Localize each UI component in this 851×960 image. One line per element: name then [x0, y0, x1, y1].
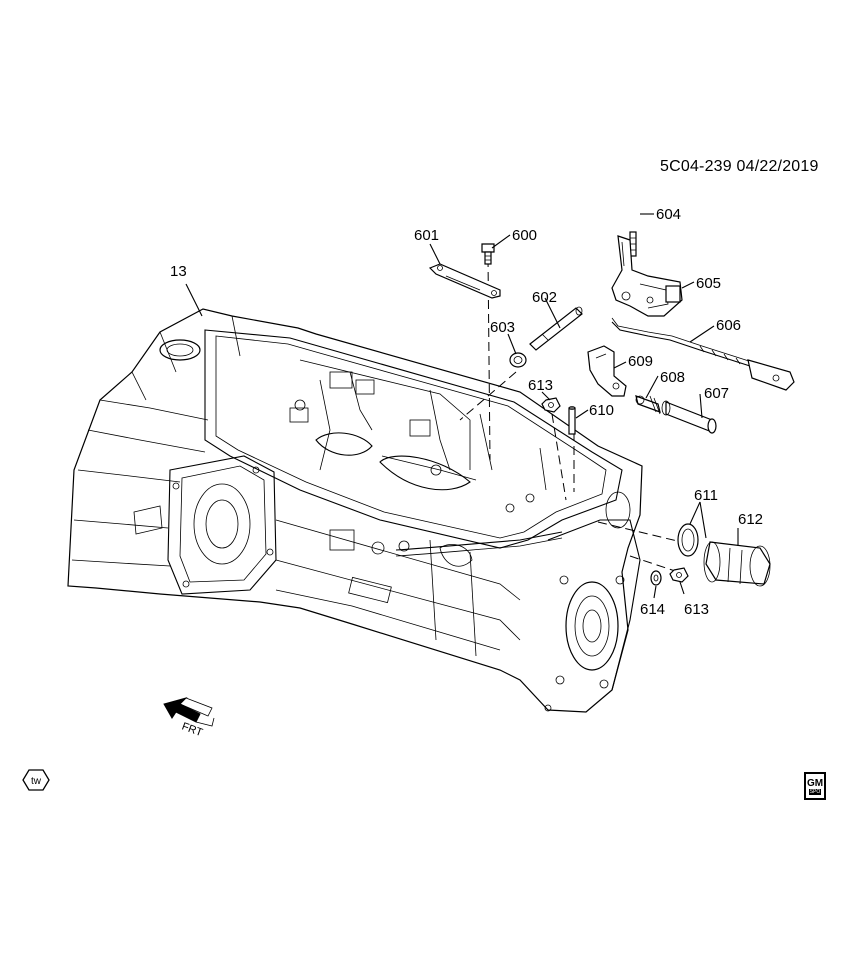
callout-613-top: 613 — [528, 377, 553, 394]
callout-610: 610 — [589, 402, 614, 419]
bushing-612 — [703, 541, 771, 587]
callout-leaders — [185, 213, 739, 599]
callout-13: 13 — [170, 263, 187, 280]
shaft-602 — [529, 306, 583, 351]
diagram-id: 5C04-239 04/22/2019 — [660, 158, 819, 175]
bracket-601 — [428, 263, 501, 299]
bolt-600 — [481, 243, 495, 265]
pin-610 — [568, 406, 576, 435]
callout-611: 611 — [694, 487, 718, 504]
callout-labels: 13 600 601 602 603 604 605 606 607 608 6… — [170, 206, 763, 618]
washer-614 — [650, 570, 662, 586]
tw-label: tw — [31, 776, 42, 787]
callout-606: 606 — [716, 317, 741, 334]
callout-612: 612 — [738, 511, 763, 528]
callout-603: 603 — [490, 319, 515, 336]
sleeve-607 — [661, 400, 717, 434]
o-ring-611 — [677, 523, 699, 557]
callout-602: 602 — [532, 289, 557, 306]
callout-601: 601 — [414, 227, 439, 244]
nut-613-lower — [669, 567, 689, 583]
lever-609 — [587, 345, 627, 397]
callout-608: 608 — [660, 369, 685, 386]
callout-613-lower: 613 — [684, 601, 709, 618]
rod-606 — [611, 317, 795, 391]
callout-607: 607 — [704, 385, 729, 402]
transmission-case — [67, 308, 643, 713]
callout-600: 600 — [512, 227, 537, 244]
callout-614: 614 — [640, 601, 665, 618]
front-arrow-icon: FRT — [163, 697, 215, 739]
gm-logo-icon: GM SPO — [804, 772, 826, 800]
pin-608 — [635, 395, 661, 415]
seal-603 — [509, 352, 527, 368]
gm-logo-text: GM — [806, 777, 824, 789]
switch-605 — [611, 235, 683, 317]
callout-604: 604 — [656, 206, 681, 223]
gm-logo-subtext: SPO — [808, 788, 822, 795]
callout-609: 609 — [628, 353, 653, 370]
nut-613-top — [541, 397, 561, 413]
tw-hexagon-icon: tw — [22, 768, 50, 792]
callout-605: 605 — [696, 275, 721, 292]
